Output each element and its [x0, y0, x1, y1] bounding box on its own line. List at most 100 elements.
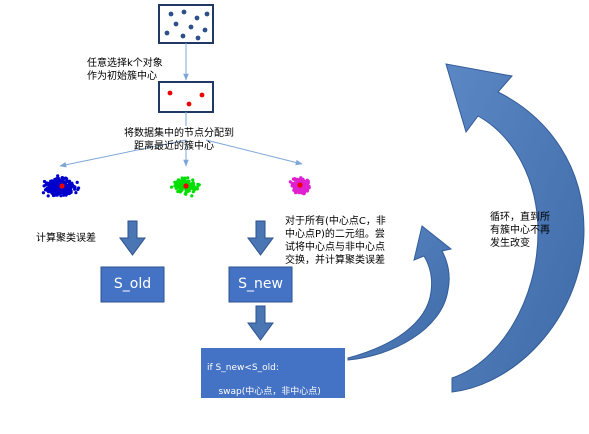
swap-code-box: if S_new<S_old: swap(中心点，非中心点) S_old=S_n…: [201, 348, 345, 421]
cluster-point: [175, 180, 179, 184]
pairs-label-3: 试将中心点与非中心点: [285, 242, 385, 253]
select-k-label-1: 任意选择k个对象: [87, 58, 163, 69]
cluster-point: [184, 192, 188, 196]
cluster-point: [56, 174, 60, 178]
cluster-point: [302, 188, 306, 192]
data-point: [202, 27, 208, 33]
select-k-label-2: 作为初始簇中心: [87, 71, 157, 82]
cluster-point: [174, 186, 178, 190]
cluster-point: [170, 185, 174, 189]
code-line-1: if S_new<S_old:: [207, 363, 279, 373]
cluster-point: [299, 179, 303, 183]
cluster-blue: [41, 174, 81, 198]
loop-label-3: 发生改变: [490, 238, 530, 249]
data-point: [194, 15, 200, 21]
code-line-2: swap(中心点，非中心点): [207, 387, 321, 397]
cluster-point: [58, 192, 62, 196]
cluster-point: [42, 184, 46, 188]
curved-arrow-loop: [445, 63, 585, 393]
center-dot: [199, 92, 205, 98]
cluster-point: [192, 183, 196, 188]
cluster-point: [301, 185, 305, 189]
pairs-label-4: 交换，并计算聚类误差: [285, 255, 385, 266]
data-point: [188, 24, 194, 30]
cluster-point: [69, 184, 73, 189]
loop-label-2: 有簇中心不再: [490, 225, 550, 236]
assign-label-2: 距离最近的簇中心: [134, 141, 214, 152]
cluster-center-green: [183, 183, 189, 189]
data-point: [180, 33, 186, 39]
cluster-point: [182, 177, 186, 181]
cluster-point: [60, 179, 64, 183]
cluster-point: [75, 180, 79, 184]
cluster-point: [45, 186, 49, 190]
cluster-point: [186, 176, 190, 180]
cluster-point: [47, 184, 51, 188]
cluster-point: [58, 179, 62, 183]
block-arrow-down-mid: [247, 220, 274, 256]
cluster-point: [69, 189, 73, 193]
s-old-label: S_old: [113, 276, 152, 292]
arrow-to-cluster-magenta: [205, 139, 303, 166]
data-point: [204, 11, 210, 17]
block-arrow-down-left: [119, 220, 146, 256]
cluster-point: [51, 191, 55, 195]
cluster-point: [294, 191, 298, 195]
initial-centers-box: [158, 81, 214, 113]
cluster-point: [195, 187, 199, 191]
cluster-point: [191, 178, 195, 182]
cluster-point: [56, 182, 60, 186]
cluster-point: [72, 184, 76, 188]
s-new-label: S_new: [238, 276, 283, 292]
cluster-point: [178, 188, 182, 192]
cluster-point: [51, 180, 55, 184]
cluster-point: [74, 191, 78, 195]
center-dot: [186, 101, 192, 107]
cluster-point: [62, 193, 66, 197]
cluster-point: [306, 179, 310, 183]
cluster-center-magenta: [297, 182, 303, 188]
cluster-center-blue: [59, 183, 65, 189]
arrow-to-cluster-blue: [59, 139, 187, 168]
loop-label-1: 循环，直到所: [490, 212, 550, 223]
cluster-point: [64, 193, 68, 197]
cluster-point: [174, 184, 178, 188]
cluster-point: [183, 181, 187, 185]
block-arrow-down-code: [247, 305, 274, 341]
cluster-point: [293, 183, 297, 187]
cluster-point: [177, 183, 181, 187]
cluster-point: [42, 179, 47, 184]
cluster-point: [179, 179, 184, 183]
calc-error-label: 计算聚类误差: [36, 233, 96, 244]
cluster-point: [297, 187, 301, 191]
cluster-point: [190, 194, 194, 198]
data-point: [195, 35, 201, 41]
s-old-box: [100, 266, 165, 303]
code-line-3: S_old=S_new: [207, 411, 279, 421]
cluster-point: [46, 194, 50, 198]
cluster-point: [51, 193, 56, 198]
pairs-label-1: 对于所有(中心点C，非: [285, 216, 386, 227]
kmedoids-flow-diagram: [41, 4, 585, 393]
cluster-point: [307, 185, 311, 190]
data-point: [164, 30, 170, 36]
cluster-point: [302, 191, 306, 195]
curved-arrow-retry: [347, 225, 453, 361]
pairs-label-2: 中心点P)的二元组。尝: [285, 229, 385, 240]
s-new-box: [228, 266, 293, 303]
cluster-point: [196, 184, 200, 188]
cluster-point: [191, 190, 195, 194]
cluster-point: [304, 183, 308, 187]
cluster-point: [295, 178, 299, 182]
cluster-point: [51, 185, 55, 189]
data-point: [181, 9, 187, 15]
data-point: [168, 11, 174, 17]
data-point: [173, 21, 179, 27]
cluster-point: [293, 187, 297, 191]
cluster-point: [76, 187, 80, 192]
cluster-point: [48, 188, 52, 192]
cluster-point: [288, 180, 292, 184]
assign-label-1: 将数据集中的节点分配到: [124, 128, 234, 139]
center-dot: [167, 90, 173, 96]
cluster-point: [300, 191, 304, 195]
